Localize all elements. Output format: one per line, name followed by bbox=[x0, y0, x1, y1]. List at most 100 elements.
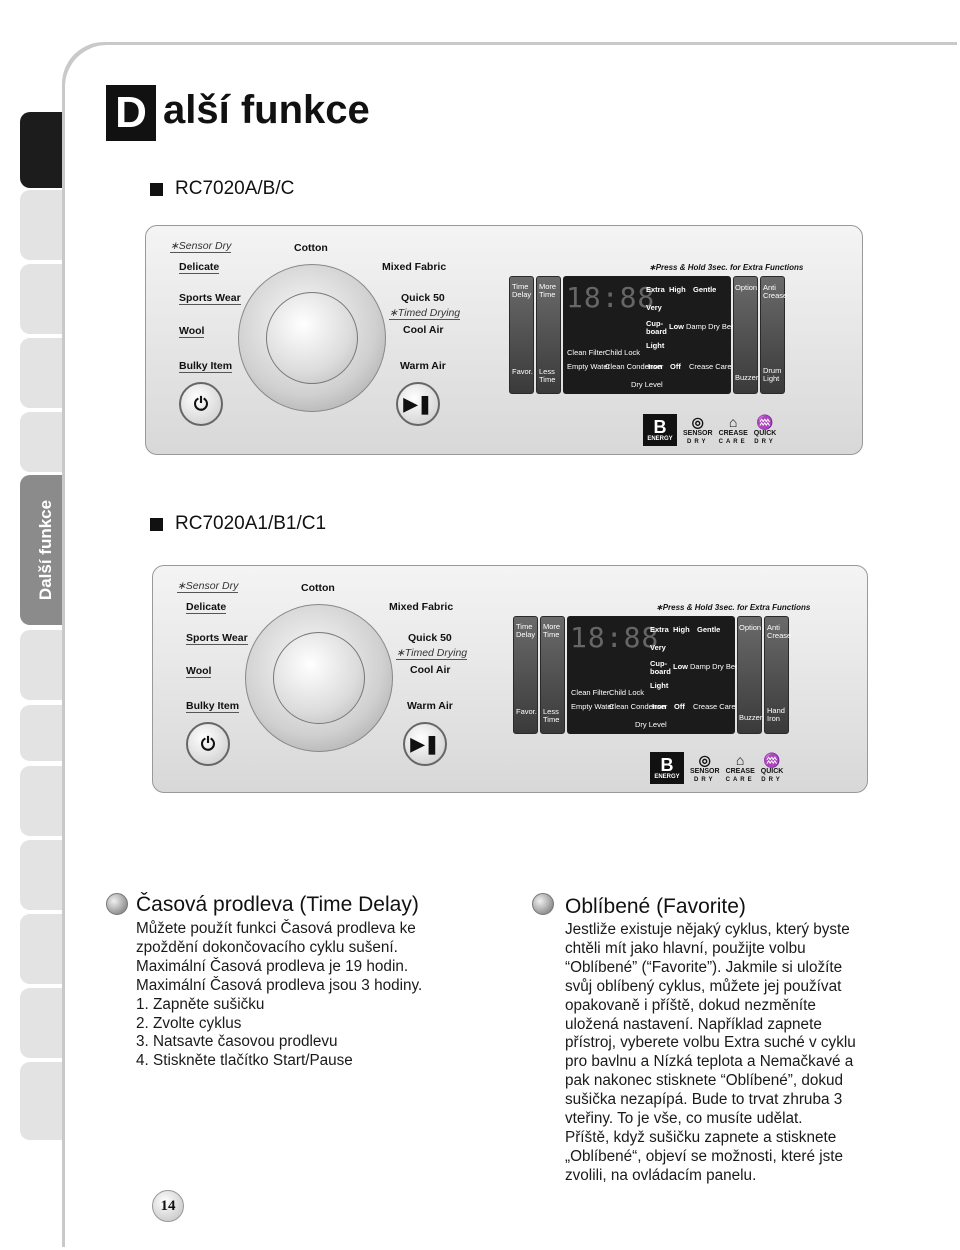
damp-dry-beep-label: Damp Dry Beep bbox=[686, 322, 740, 331]
option-label: Option bbox=[739, 623, 762, 632]
bullet-icon bbox=[532, 893, 554, 915]
label-sensor-dry: ∗Sensor Dry bbox=[170, 240, 232, 253]
label-sensor-dry: ∗Sensor Dry bbox=[177, 580, 239, 593]
label-timed-drying: ∗Timed Drying bbox=[396, 647, 468, 660]
low-label: Low bbox=[673, 662, 688, 671]
text-line: sušička nezapípá. Bude to trvat zhruba 3 bbox=[565, 1091, 843, 1109]
label-warm-air: Warm Air bbox=[407, 700, 453, 712]
clean-filter-label: Clean Filter bbox=[567, 348, 606, 357]
start-pause-button[interactable]: ▶❚ bbox=[403, 722, 447, 766]
side-tab bbox=[20, 705, 72, 761]
label-timed-drying: ∗Timed Drying bbox=[389, 307, 461, 320]
clean-condenser-label: Clean Condenser bbox=[609, 702, 668, 711]
square-bullet-icon bbox=[150, 182, 163, 196]
side-tab-dark bbox=[20, 112, 72, 188]
iron-icon: ⌂ bbox=[728, 414, 738, 430]
power-icon: ⏻ bbox=[193, 393, 209, 414]
buzzer-label: Buzzer bbox=[739, 713, 763, 722]
title-initial: D bbox=[106, 85, 156, 141]
label-mixed-fabric: Mixed Fabric bbox=[389, 601, 454, 613]
off-label: Off bbox=[674, 702, 685, 711]
clean-condenser-label: Clean Condenser bbox=[605, 362, 664, 371]
text-line: „Oblíbené“, objeví se možnosti, které js… bbox=[565, 1147, 844, 1165]
label-delicate: Delicate bbox=[179, 261, 220, 274]
empty-water-label: Empty Water bbox=[567, 362, 611, 371]
text-line: Můžete použít funkci Časová prodleva ke bbox=[136, 920, 416, 937]
time-delay-button[interactable] bbox=[513, 616, 538, 734]
page-number: 14 bbox=[152, 1190, 184, 1222]
power-button[interactable]: ⏻ bbox=[186, 722, 230, 766]
buzzer-label: Buzzer bbox=[735, 373, 759, 382]
text-line: chtěli mít jako hlavní, použijte volbu bbox=[565, 939, 806, 957]
text-line: pak nakonec stisknete “Oblíbené”, dokud bbox=[565, 1072, 844, 1090]
extra-label: Extra bbox=[646, 285, 665, 294]
favor-label: Favor. bbox=[516, 707, 537, 716]
time-delay-label: Time Delay bbox=[512, 282, 532, 299]
extra-functions-note: ∗Press & Hold 3sec. for Extra Functions bbox=[656, 603, 811, 612]
more-time-label: More Time bbox=[539, 282, 557, 299]
text-line: 4. Stiskněte tlačítko Start/Pause bbox=[136, 1052, 353, 1070]
more-time-button[interactable] bbox=[536, 276, 561, 394]
label-wool: Wool bbox=[186, 665, 212, 678]
cupboard-label: Cup-board bbox=[646, 319, 667, 336]
program-dial-knob[interactable] bbox=[273, 632, 365, 724]
shirt-icon: ♒ bbox=[756, 414, 774, 430]
child-lock-label: Child Lock bbox=[605, 348, 641, 357]
text-line: svůj oblíbený cyklus, můžete jej používa… bbox=[565, 977, 842, 995]
gentle-label: Gentle bbox=[697, 625, 721, 634]
display-panel bbox=[563, 276, 731, 394]
label-cotton: Cotton bbox=[294, 242, 328, 254]
display-panel bbox=[567, 616, 735, 734]
model-heading: RC7020A1/B1/C1 bbox=[150, 513, 326, 535]
clean-filter-label: Clean Filter bbox=[571, 688, 610, 697]
text-line: 3. Natsavte časovou prodlevu bbox=[136, 1033, 338, 1051]
label-bulky-item: Bulky Item bbox=[179, 360, 233, 373]
favorite-text: Jestliže existuje nějaký cyklus, který b… bbox=[565, 921, 856, 1186]
shirt-icon: ♒ bbox=[763, 752, 781, 768]
text-line: uložená nastavení. Například zapnete bbox=[565, 1015, 822, 1033]
label-sports-wear: Sports Wear bbox=[179, 292, 241, 305]
label-bulky-item: Bulky Item bbox=[186, 700, 240, 713]
square-bullet-icon bbox=[150, 517, 163, 531]
less-time-label: Less Time bbox=[543, 707, 560, 724]
label-cool-air: Cool Air bbox=[403, 324, 444, 336]
anti-crease-label: Anti Crease bbox=[763, 283, 788, 300]
label-delicate: Delicate bbox=[186, 601, 227, 614]
anti-crease-button[interactable] bbox=[760, 276, 785, 394]
less-time-label: Less Time bbox=[539, 367, 556, 384]
option-label: Option bbox=[735, 283, 758, 292]
empty-water-label: Empty Water bbox=[571, 702, 615, 711]
extra-functions-note: ∗Press & Hold 3sec. for Extra Functions bbox=[649, 263, 804, 272]
play-pause-icon: ▶❚ bbox=[410, 733, 440, 754]
time-delay-text: Můžete použít funkci Časová prodleva ke … bbox=[136, 920, 422, 1071]
text-line: zpoždění dokončovacího cyklu sušení. bbox=[136, 938, 398, 956]
side-tab bbox=[20, 412, 72, 472]
cupboard-label: Cup-board bbox=[650, 659, 671, 676]
option-button[interactable] bbox=[737, 616, 762, 734]
time-display: 18:88 bbox=[570, 621, 660, 654]
label-cotton: Cotton bbox=[301, 582, 335, 594]
option-button[interactable] bbox=[733, 276, 758, 394]
crease-care-label: Crease Care bbox=[693, 702, 736, 711]
start-pause-button[interactable]: ▶❚ bbox=[396, 382, 440, 426]
program-dial-knob[interactable] bbox=[266, 292, 358, 384]
crease-care-label: Crease Care bbox=[689, 362, 732, 371]
anti-crease-label: Anti Crease bbox=[767, 623, 792, 640]
off-label: Off bbox=[670, 362, 681, 371]
anti-crease-button[interactable] bbox=[764, 616, 789, 734]
side-tab bbox=[20, 766, 72, 836]
more-time-label: More Time bbox=[543, 622, 561, 639]
damp-dry-beep-label: Damp Dry Beep bbox=[690, 662, 744, 671]
model-heading: RC7020A/B/C bbox=[150, 178, 294, 200]
label-quick-50: Quick 50 bbox=[408, 632, 452, 644]
power-button[interactable]: ⏻ bbox=[179, 382, 223, 426]
very-label: Very bbox=[650, 643, 666, 652]
more-time-button[interactable] bbox=[540, 616, 565, 734]
time-delay-button[interactable] bbox=[509, 276, 534, 394]
label-quick-50: Quick 50 bbox=[401, 292, 445, 304]
